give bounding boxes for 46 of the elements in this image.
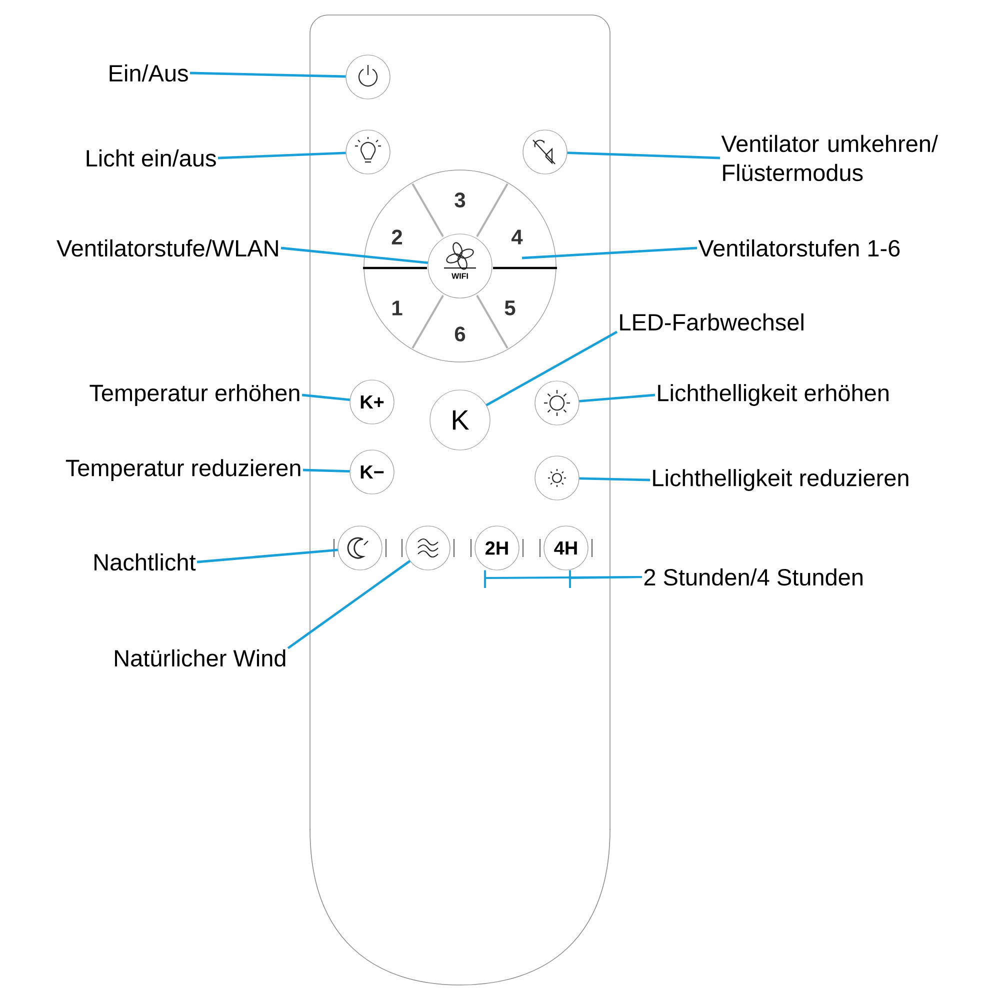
light-button: [346, 130, 390, 174]
speed-number: 3: [454, 192, 466, 208]
leader-line: [522, 246, 698, 260]
callout-label: Temperatur reduzieren: [66, 459, 300, 481]
callout-label: Ventilatorstufe/WLAN: [56, 239, 278, 257]
callout-label: Lichthelligkeit reduzieren: [653, 469, 908, 491]
leader-line: [196, 548, 338, 564]
leader-line: [302, 394, 350, 401]
leader-line: [218, 152, 346, 160]
leader-line: [579, 394, 656, 402]
brightness-button: [534, 456, 580, 500]
leader-line: [486, 330, 618, 406]
leader-line: [302, 468, 350, 473]
speed-number: 6: [454, 326, 466, 342]
callout-label: Ein/Aus: [110, 64, 188, 82]
speed-number: 4: [511, 230, 523, 244]
timer-button: 4H: [540, 526, 592, 570]
leader-line: [280, 246, 428, 264]
leader-line: [190, 72, 346, 78]
callout-label: Temperatur erhöhen: [90, 384, 300, 406]
color-button: K: [430, 390, 490, 450]
power-button: [346, 54, 390, 100]
leader-line: [569, 570, 642, 580]
timer-button: 2H: [470, 526, 524, 570]
remote-button: K+: [350, 380, 394, 424]
brightness-button: [534, 380, 580, 426]
callout-label: LED-Farbwechsel: [620, 313, 804, 331]
speed-number: 1: [392, 300, 402, 316]
remote-button: K−: [350, 450, 394, 494]
callout-label: Ventilator umkehren/ Flüstermodus: [721, 134, 938, 182]
night-light-button: [334, 526, 386, 570]
leader-line: [579, 477, 650, 482]
leader-line: [567, 152, 720, 160]
wind-button: [402, 526, 454, 570]
callout-label: Nachtlicht: [94, 553, 196, 571]
callout-label: Lichthelligkeit erhöhen: [658, 384, 888, 406]
leader-line: [287, 560, 411, 650]
callout-label: Ventilatorstufen 1-6: [698, 239, 900, 257]
speed-number: 2: [392, 230, 402, 244]
wifi-label: WIFI: [452, 273, 468, 279]
reverse-button: [522, 130, 568, 174]
callout-label: Licht ein/aus: [86, 149, 216, 167]
callout-label: Natürlicher Wind: [115, 649, 286, 667]
callout-label: 2 Stunden/4 Stunden: [644, 568, 862, 586]
fan-button: [428, 234, 492, 298]
speed-number: 5: [504, 300, 516, 316]
